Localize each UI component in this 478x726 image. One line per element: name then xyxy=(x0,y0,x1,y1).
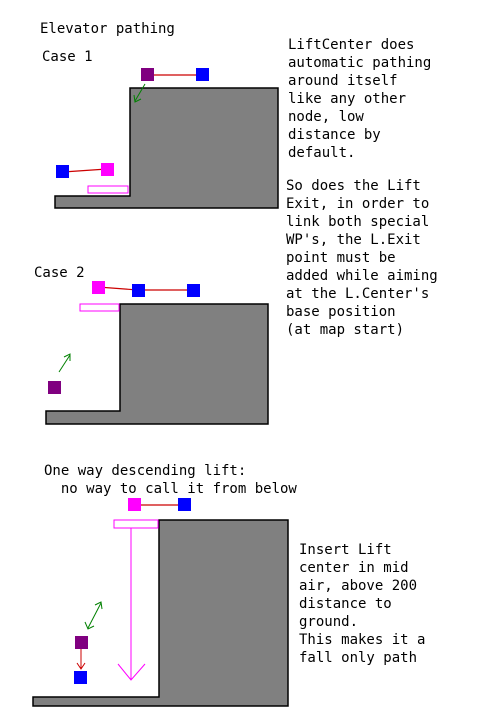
case3-lift-platform xyxy=(113,519,159,529)
case1-lift-exit xyxy=(141,68,154,81)
case2-note: So does the Lift Exit, in order to link … xyxy=(286,178,438,338)
case3-ground-waypoint xyxy=(74,671,87,684)
case1-lower-waypoint xyxy=(56,165,69,178)
diagram-title: Elevator pathing xyxy=(40,21,175,37)
case2-lift-center xyxy=(92,281,105,294)
case2-scene xyxy=(45,281,269,425)
case2-green-arrow xyxy=(58,353,71,373)
case3-note: Insert Lift center in mid air, above 200… xyxy=(299,542,426,666)
case3-ground xyxy=(32,519,289,707)
case3-lift-center xyxy=(128,498,141,511)
case3-waypoint xyxy=(178,498,191,511)
case1-green-arrow xyxy=(133,83,146,103)
case2-lift-platform xyxy=(79,303,120,312)
case1-lower-path-line xyxy=(62,168,108,173)
case2-label: Case 2 xyxy=(34,265,85,281)
case1-lift-platform xyxy=(87,185,129,194)
case1-lift-center xyxy=(101,163,114,176)
case1-upper-waypoint xyxy=(196,68,209,81)
case3-heading: One way descending lift: no way to call … xyxy=(44,463,297,497)
case2-ground xyxy=(45,303,269,425)
case3-red-arrow xyxy=(76,649,86,670)
case3-scene xyxy=(32,498,289,707)
case3-fall-arrow xyxy=(117,528,146,681)
case2-lift-exit xyxy=(48,381,61,394)
case3-green-double-arrow xyxy=(84,601,103,630)
case2-waypoint-b xyxy=(187,284,200,297)
case2-waypoint-a xyxy=(132,284,145,297)
case3-lift-exit xyxy=(75,636,88,649)
case1-note: LiftCenter does automatic pathing around… xyxy=(288,37,432,161)
case1-scene xyxy=(54,68,279,209)
case1-ground xyxy=(54,87,279,209)
case1-label: Case 1 xyxy=(42,49,93,65)
